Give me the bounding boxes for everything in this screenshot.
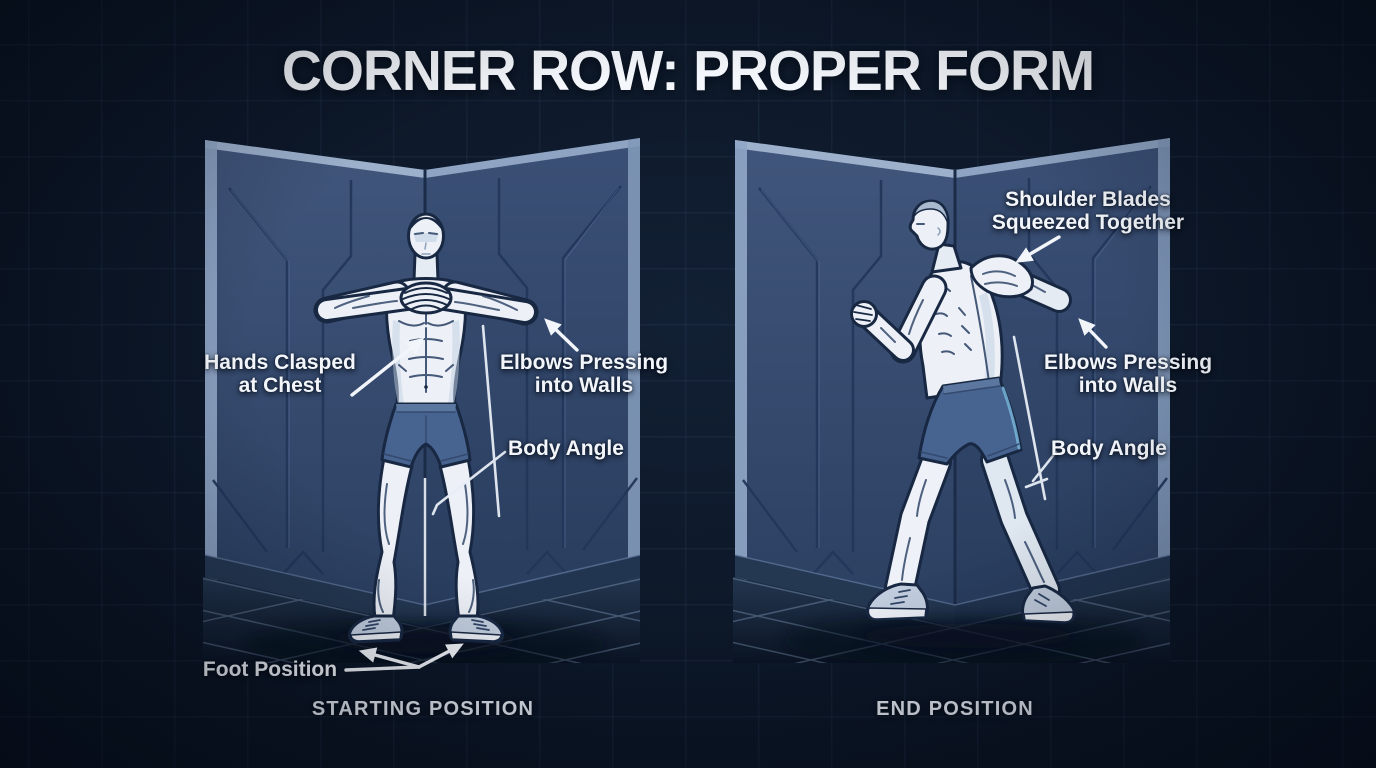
hands-clasped-line1: Hands Clasped (204, 351, 356, 374)
wall-side-edge-left (735, 140, 747, 580)
elbows-pressing-left-label: Elbows Pressing into Walls (500, 351, 668, 397)
body-angle-left-label: Body Angle (508, 437, 624, 460)
back-shoe-sole (1023, 611, 1074, 623)
elbows-pressing-right-label: Elbows Pressing into Walls (1044, 351, 1212, 397)
front-shoe-sole (867, 607, 927, 620)
navel (424, 385, 428, 389)
shorts-waistband (396, 404, 456, 412)
hands-clasped-line2: at Chest (238, 374, 322, 397)
figure-shadow (860, 624, 1076, 648)
shoulder-blades-line1: Shoulder Blades (1005, 188, 1171, 211)
shoulder-blades-line2: Squeezed Together (991, 211, 1185, 234)
elbows-left-line2: into Walls (534, 374, 634, 397)
elbows-left-line1: Elbows Pressing (499, 351, 669, 374)
elbows-right-line1: Elbows Pressing (1043, 351, 1213, 374)
shoulder-blades-label: Shoulder Blades Squeezed Together (992, 188, 1184, 234)
body-angle-right-label: Body Angle (1051, 437, 1167, 460)
hands-clasped-label: Hands Clasped at Chest (204, 351, 356, 397)
end-position-caption: END POSITION (876, 698, 1034, 720)
page-title: CORNER ROW: PROPER FORM (281, 39, 1095, 103)
foot-position-label: Foot Position (202, 658, 338, 681)
starting-position-caption: STARTING POSITION (311, 698, 535, 720)
elbows-right-line2: into Walls (1078, 374, 1178, 397)
